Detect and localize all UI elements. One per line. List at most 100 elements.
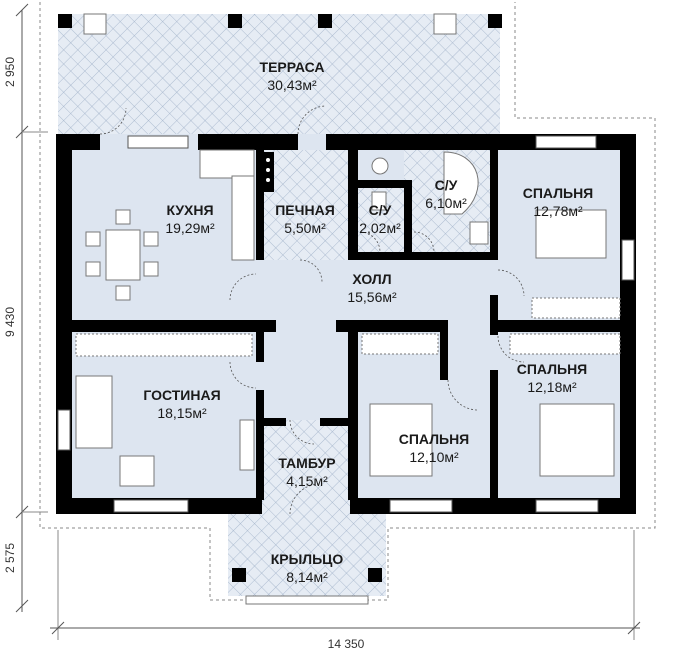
window-kitchen: [127, 135, 189, 149]
furnace-name: ПЕЧНАЯ: [275, 202, 335, 218]
chair-4: [143, 261, 159, 277]
window-west: [57, 409, 71, 451]
kitchen-area: 19,29м²: [165, 220, 215, 236]
wall-vestibule-right: [348, 418, 358, 500]
chair-1: [85, 231, 101, 247]
door-kitchen: [99, 107, 127, 135]
furnace-area: 5,50м²: [284, 220, 326, 236]
terrace-post-left-2: [228, 14, 242, 28]
stove-dot-1: [266, 158, 270, 162]
bedroom-e-name: СПАЛЬНЯ: [517, 361, 588, 377]
terrace-area: 30,43м²: [267, 77, 317, 93]
bed-s: [369, 403, 433, 477]
terrace-step-left: [83, 13, 107, 35]
wall-living-right-low: [256, 390, 264, 500]
door-vestibule: [289, 419, 315, 445]
furnace-floor: [262, 150, 350, 260]
porch-step: [245, 595, 369, 605]
wc-toilet: [371, 191, 387, 211]
tv-stand: [239, 419, 255, 471]
dim-total-width: 14 350: [328, 637, 365, 651]
armchair: [119, 455, 155, 487]
bedroom-ne-name: СПАЛЬНЯ: [523, 185, 594, 201]
hall-area: 15,56м²: [347, 289, 397, 305]
kitchen-counter-side: [231, 175, 255, 261]
wc-shower: [443, 151, 479, 215]
door-bedroom-e: [497, 335, 525, 363]
wall-wc-top: [358, 180, 410, 188]
stove-dot-3: [266, 178, 270, 182]
wall-wc-bottom: [358, 252, 494, 260]
site-outline: [39, 2, 656, 601]
stove-dot-2: [266, 168, 270, 172]
kitchen-counter: [199, 149, 255, 179]
dim-bottom-tick-left: [51, 621, 65, 635]
door-wc-large: [413, 231, 435, 253]
bed-e: [539, 403, 615, 477]
door-furnace: [299, 259, 323, 283]
wall-north-right: [326, 134, 496, 150]
door-bedroom-s: [447, 379, 479, 411]
wc-small-area: 2,02м²: [359, 220, 401, 236]
door-hall-living: [229, 361, 257, 389]
terrace-floor: [58, 14, 500, 134]
wc-sink-large: [469, 221, 489, 245]
wc-small-name: С/У: [369, 202, 392, 218]
terrace-post-right: [488, 14, 502, 28]
dim-bottom-tick-right: [627, 621, 641, 635]
dim-porch-depth: 2 575: [3, 543, 17, 573]
window-living: [113, 499, 189, 513]
terrace-post-right-2: [318, 14, 332, 28]
wall-south-vest-right: [350, 498, 386, 514]
sofa: [75, 375, 113, 449]
chair-2: [85, 261, 101, 277]
door-wc-small: [359, 231, 381, 253]
window-east: [621, 239, 635, 281]
wall-hall-right-low: [490, 295, 498, 335]
wall-bedroom-mid: [336, 320, 448, 332]
chair-6: [115, 285, 131, 301]
wall-kitchen-living: [56, 320, 276, 332]
window-bedroom-s: [389, 499, 453, 513]
window-bedroom-e: [535, 499, 599, 513]
wardrobe-ne: [531, 297, 621, 319]
bedroom-s-area: 12,10м²: [409, 449, 459, 465]
dim-terrace-depth: 2 950: [3, 57, 17, 87]
bed-ne: [535, 209, 607, 259]
wall-bedroom-s-top-right: [440, 320, 448, 380]
wall-vestibule-top-right: [320, 418, 358, 426]
window-bedroom-ne: [535, 135, 597, 149]
wardrobe-e: [509, 333, 621, 355]
porch-floor: [228, 514, 386, 596]
wall-bedroom-ne-left: [490, 150, 498, 260]
kitchen-table: [105, 229, 141, 281]
terrace-post-left: [58, 14, 72, 28]
wc-large-name: С/У: [435, 177, 458, 193]
wardrobe-s: [361, 333, 439, 355]
wall-wc-divider: [404, 180, 412, 260]
porch-area: 8,14м²: [286, 569, 328, 585]
porch-post-right: [368, 568, 382, 582]
wc-sink: [371, 157, 389, 175]
chair-5: [115, 209, 131, 225]
vestibule-name: ТАМБУР: [278, 455, 335, 471]
wall-north-mid: [198, 134, 298, 150]
bedroom-ne-area: 12,78м²: [533, 203, 583, 219]
bedroom-e-area: 12,18м²: [527, 379, 577, 395]
wall-bedroom-divider: [490, 370, 498, 500]
porch-name: КРЫЛЬЦО: [271, 551, 344, 567]
wall-living-right: [256, 332, 264, 362]
hall-name: ХОЛЛ: [352, 271, 391, 287]
wall-north-left: [56, 134, 100, 150]
door-entrance: [289, 483, 321, 515]
wall-furnace-right: [348, 150, 358, 260]
wall-vestibule-top-left: [256, 418, 286, 426]
door-hall-kitchen: [229, 273, 257, 301]
wall-furnace-left: [256, 150, 264, 260]
door-terrace: [297, 105, 327, 135]
wc-large-area: 6,10м²: [425, 195, 467, 211]
wall-south-vest-left: [228, 498, 262, 514]
wall-bedroom-ne-bottom: [490, 320, 636, 332]
dim-tick-1: [15, 3, 29, 17]
